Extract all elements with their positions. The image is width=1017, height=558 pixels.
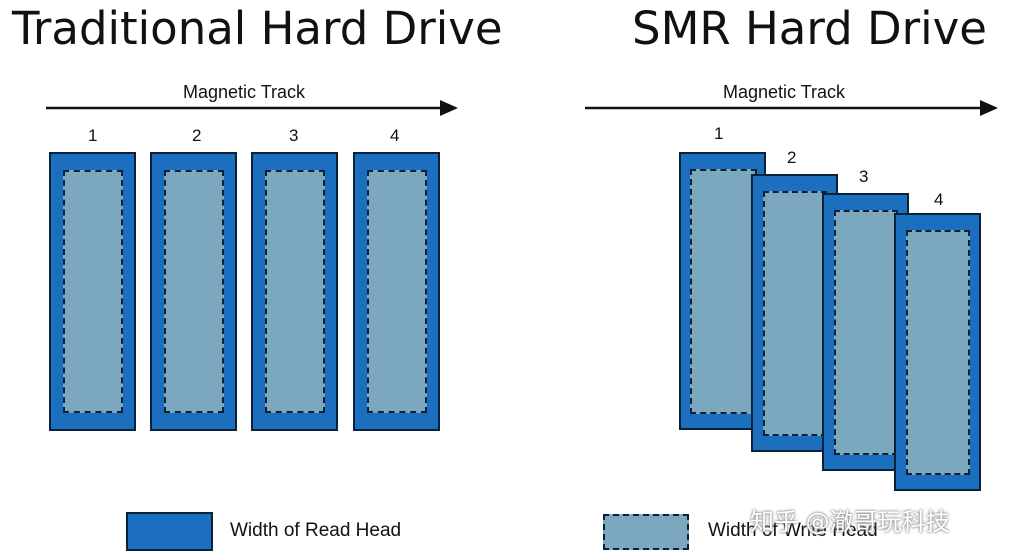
traditional-track-number-3: 3: [289, 126, 299, 145]
write-head-region: [265, 170, 325, 413]
smr-axis-label: Magnetic Track: [723, 82, 846, 102]
traditional-track-number-2: 2: [192, 126, 202, 145]
smr-drive-title: SMR Hard Drive: [632, 2, 987, 55]
traditional-track-4: [353, 152, 440, 431]
smr-track-number-3: 3: [859, 167, 869, 186]
read-head-legend-label: Width of Read Head: [230, 520, 402, 541]
traditional-track-arrow-head: [440, 100, 458, 116]
write-head-region: [763, 191, 827, 436]
traditional-track-2: [150, 152, 237, 431]
traditional-track-number-4: 4: [390, 126, 400, 145]
traditional-track-3: [251, 152, 338, 431]
read-head-legend-swatch: [126, 512, 213, 551]
traditional-drive-title: Traditional Hard Drive: [12, 2, 503, 55]
traditional-track-number-1: 1: [88, 126, 98, 145]
write-head-region: [164, 170, 224, 413]
write-head-legend-swatch: [603, 514, 689, 550]
write-head-region: [834, 210, 898, 455]
write-head-region: [367, 170, 427, 413]
smr-track-number-2: 2: [787, 148, 797, 167]
write-head-region: [906, 230, 970, 475]
zhihu-watermark: 知乎 @澈哥玩科技: [750, 508, 950, 536]
smr-track-number-4: 4: [934, 190, 944, 209]
smr-track-number-1: 1: [714, 124, 724, 143]
traditional-axis-label: Magnetic Track: [183, 82, 306, 102]
smr-track-arrow-head: [980, 100, 998, 116]
write-head-region: [690, 169, 757, 414]
smr-track-4: [894, 213, 981, 491]
write-head-region: [63, 170, 123, 413]
write-head-legend-label: Width of Write Head: [708, 520, 878, 541]
traditional-track-1: [49, 152, 136, 431]
